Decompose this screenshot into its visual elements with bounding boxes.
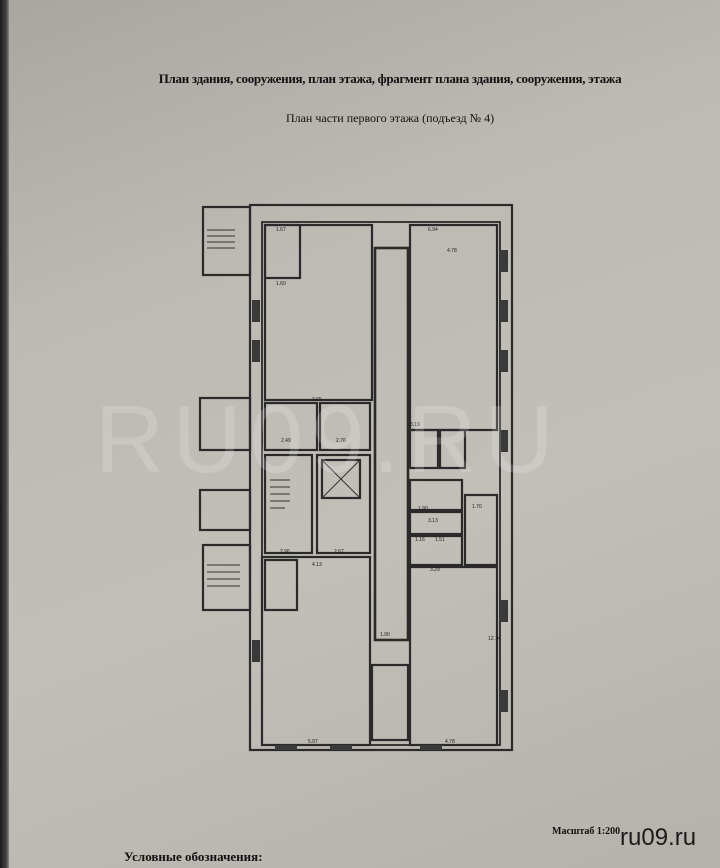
dim-label: 6.94 [428,227,438,233]
dim-label: 4.78 [447,248,457,254]
dim-label: 4.13 [312,562,322,568]
room-small-2 [408,428,440,470]
room-small-8 [263,558,299,612]
dim-label: 1.16 [415,537,425,543]
stair-lower-left [201,543,252,612]
elevator-hall [315,453,372,555]
dim-label: 1.60 [276,281,286,287]
document-subtitle: План части первого этажа (подъезд № 4) [285,111,495,125]
room-small-5 [408,510,464,536]
windows [252,250,508,750]
entrance-left [198,488,252,532]
room-small-3 [438,428,467,470]
dim-label: 2.67 [334,549,344,555]
room-large-lower-right [408,565,499,747]
legend-heading: Условные обозначения: [124,849,263,864]
dim-label: 5.97 [308,739,318,745]
dim-label: 3.65 [312,397,322,403]
dim-label: 1.51 [435,537,445,543]
inner-wall [261,221,501,746]
document-title: План здания, сооружения, план этажа, фра… [158,71,622,86]
room-middle-1 [263,401,319,452]
dim-label: 3.29 [430,567,440,573]
room-small-6 [408,534,464,567]
dim-label: 1.90 [380,632,390,638]
dim-label: 4.78 [445,739,455,745]
corridor [373,246,410,642]
room-large-lower-left [260,555,372,747]
room-large-upper-left [263,223,374,402]
stair-steps [207,229,361,587]
bay-left [198,396,252,452]
room-middle-2 [318,401,372,452]
room-small-9 [370,663,410,742]
stairwell [263,453,314,555]
dim-label: 2.96 [280,549,290,555]
outer-wall [248,203,514,752]
watermark-corner: ru09.ru [620,824,697,851]
dim-label: 12.14 [488,636,501,642]
dim-label: 1.67 [276,227,286,233]
dim-label: 1.90 [418,506,428,512]
stair-upper-left [201,205,252,277]
dim-label: 2.76 [336,438,346,444]
room-small-4 [408,478,464,512]
room-small-7 [463,493,499,567]
dim-label: 2.49 [281,438,291,444]
dim-label: 1.70 [472,504,482,510]
dim-label: 8.19 [410,422,420,428]
dim-label: 3.13 [428,518,438,524]
scale-label: Масштаб 1:200 [552,826,621,837]
elevator-shaft [320,458,362,500]
watermark: RU09.RU [95,386,562,493]
page-edge-shadow [0,0,9,868]
